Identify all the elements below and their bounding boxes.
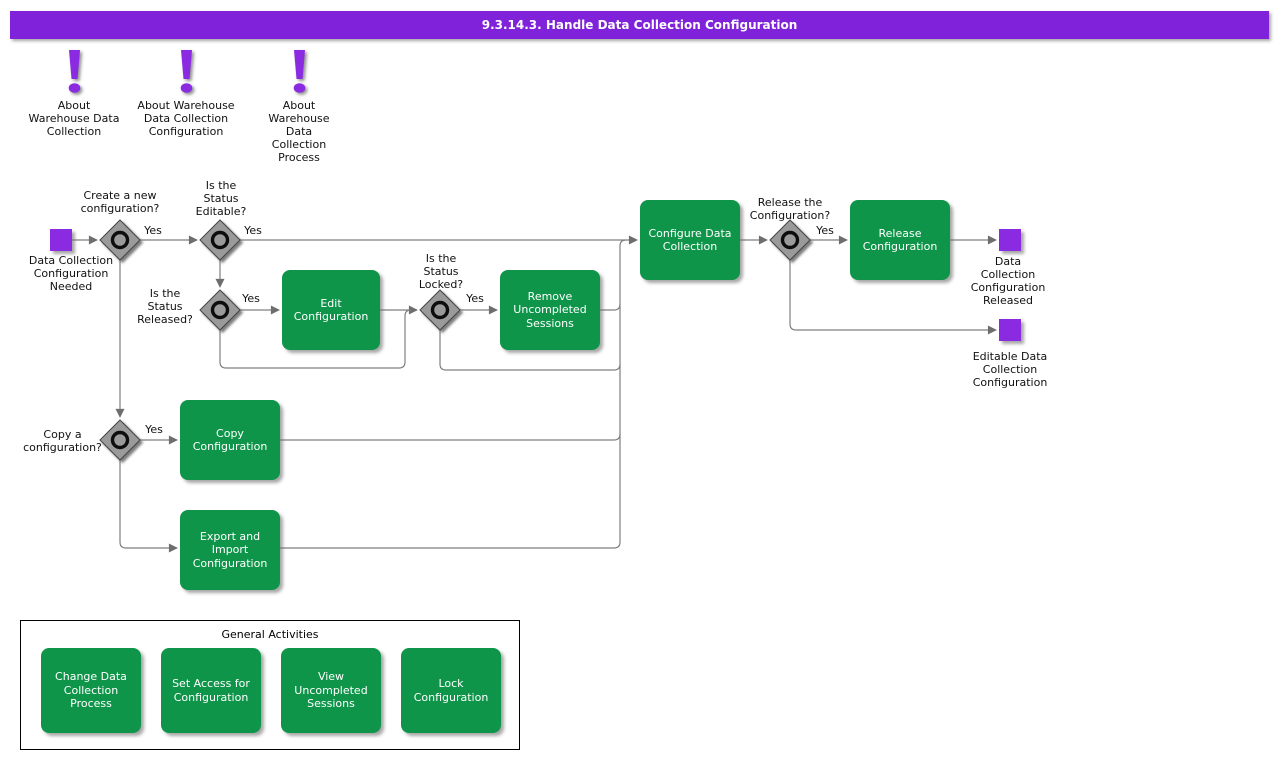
decision-label-status-editable: Is the Status Editable? <box>195 179 247 218</box>
yes-label: Yes <box>466 292 484 305</box>
edge-remove-to-trunk <box>600 303 621 311</box>
yes-label: Yes <box>144 224 162 237</box>
activity-view-uncompleted-sessions[interactable]: View Uncompleted Sessions <box>281 648 381 733</box>
yes-label: Yes <box>145 423 163 436</box>
end-node-label: Data Collection Configuration Released <box>970 255 1046 307</box>
start-node-label: Data Collection Configuration Needed <box>28 254 114 293</box>
general-activities-title: General Activities <box>221 628 319 641</box>
edge-copy-to-trunk <box>280 433 621 441</box>
activity-export-import-configuration[interactable]: Export and Import Configuration <box>180 510 280 590</box>
note-about-warehouse-data-collection-configuration[interactable]: About Warehouse Data Collection Configur… <box>124 50 248 138</box>
yes-label: Yes <box>242 292 260 305</box>
exclamation-icon <box>68 50 81 93</box>
note-about-warehouse-data-collection-process[interactable]: About Warehouse Data Collection Process <box>237 50 361 164</box>
yes-label: Yes <box>244 224 262 237</box>
general-activities-panel: General Activities Change Data Collectio… <box>20 620 520 750</box>
activity-set-access-for-configuration[interactable]: Set Access for Configuration <box>161 648 261 733</box>
end-node-editable-configuration <box>999 319 1021 341</box>
activity-configure-data-collection[interactable]: Configure Data Collection <box>640 200 740 280</box>
decision-release-configuration <box>769 219 811 261</box>
note-about-warehouse-data-collection[interactable]: About Warehouse Data Collection <box>12 50 136 138</box>
decision-label-create-new: Create a new configuration? <box>80 189 160 215</box>
edge-copy-no-to-export <box>119 460 178 553</box>
note-label: About Warehouse Data Collection <box>28 99 120 138</box>
exclamation-icon <box>293 50 306 93</box>
start-node <box>50 229 72 251</box>
title-bar: 9.3.14.3. Handle Data Collection Configu… <box>10 11 1269 39</box>
note-label: About Warehouse Data Collection Process <box>268 99 330 164</box>
exclamation-icon <box>180 50 193 93</box>
decision-label-release-configuration: Release the Configuration? <box>749 196 831 222</box>
decision-label-copy-configuration: Copy a configuration? <box>23 428 102 454</box>
activity-remove-uncompleted-sessions[interactable]: Remove Uncompleted Sessions <box>500 270 600 350</box>
end-node-configuration-released <box>999 229 1021 251</box>
activity-release-configuration[interactable]: Release Configuration <box>850 200 950 280</box>
decision-label-status-locked: Is the Status Locked? <box>418 252 464 291</box>
activity-change-data-collection-process[interactable]: Change Data Collection Process <box>41 648 141 733</box>
end-node-label: Editable Data Collection Configuration <box>972 350 1048 389</box>
activity-edit-configuration[interactable]: Edit Configuration <box>282 270 380 350</box>
note-label: About Warehouse Data Collection Configur… <box>137 99 235 138</box>
yes-label: Yes <box>816 224 834 237</box>
decision-status-locked <box>419 289 461 331</box>
activity-lock-configuration[interactable]: Lock Configuration <box>401 648 501 733</box>
decision-label-status-released: Is the Status Released? <box>137 287 193 326</box>
activity-copy-configuration[interactable]: Copy Configuration <box>180 400 280 480</box>
